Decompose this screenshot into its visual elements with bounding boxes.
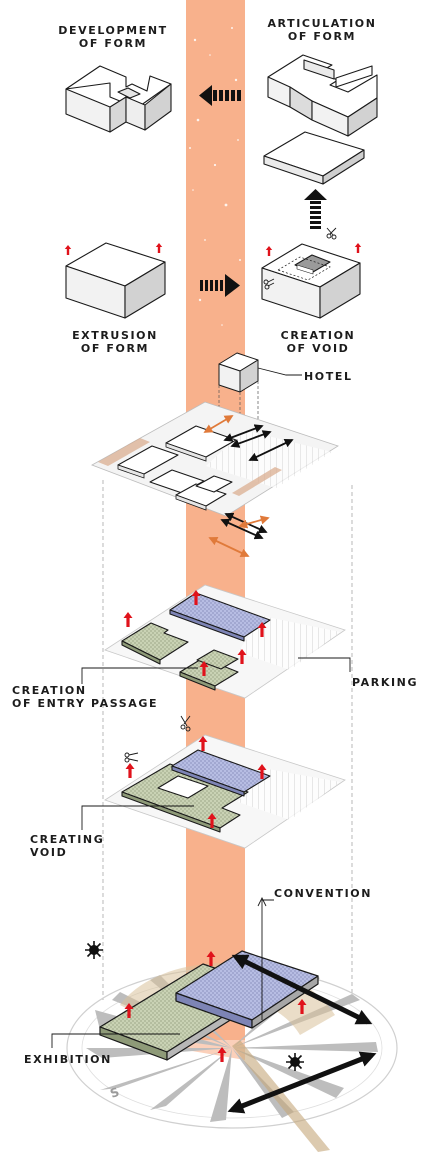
guide-lines [102, 480, 353, 1000]
site-plan [91, 401, 339, 517]
creating-void-leader [81, 805, 194, 830]
label-extrusion-of-form: EXTRUSION OF FORM [72, 329, 158, 355]
extrusion-of-form-block [65, 242, 166, 319]
arrow-up-dashed [304, 189, 327, 229]
articulation-base-slab [263, 131, 365, 185]
label-development-of-form: DEVELOPMENT OF FORM [58, 24, 167, 50]
site-arrows [203, 415, 294, 557]
hotel-cube [218, 352, 259, 393]
scissors-icon [124, 752, 139, 763]
scissors-icon [326, 227, 337, 240]
void-cut-line [277, 256, 331, 281]
label-line: DEVELOPMENT [58, 24, 168, 37]
entry-passage-leader [81, 667, 198, 684]
label-line: CREATION [12, 684, 87, 697]
label-line: OF VOID [286, 342, 350, 355]
label-line: OF ENTRY PASSAGE [12, 697, 159, 710]
creating-void-layer [104, 734, 346, 849]
arrow-right-dashed [200, 274, 240, 297]
label-line: EXTRUSION [72, 329, 158, 342]
sun-icon [286, 1053, 304, 1071]
label-line: OF FORM [80, 342, 150, 355]
arrow-left-dashed [199, 85, 241, 106]
label-line: OF FORM [287, 30, 357, 43]
sun-icon [85, 941, 103, 959]
label-line: VOID [30, 846, 68, 859]
parking-leader [298, 657, 351, 672]
creation-of-void-block [261, 243, 361, 319]
exhibition-leader [51, 1033, 180, 1048]
label-creation-of-entry-passage: CREATION OF ENTRY PASSAGE [12, 684, 158, 710]
development-of-form-block [65, 65, 172, 133]
hotel-leader [257, 367, 302, 376]
label-articulation-of-form: ARTICULATION OF FORM [267, 17, 376, 43]
convention-leader [257, 896, 274, 1020]
scissors-icon [263, 278, 275, 290]
label-line: CREATING [30, 833, 105, 846]
label-creation-of-void: CREATION OF VOID [281, 329, 356, 355]
label-line: OF FORM [78, 37, 148, 50]
label-line: CREATION [280, 329, 356, 342]
label-hotel: HOTEL [304, 370, 353, 383]
label-creating-void: CREATING VOID [30, 833, 104, 859]
vertical-band [186, 0, 245, 1060]
wind-arrows [227, 954, 377, 1114]
label-parking: PARKING [352, 676, 419, 689]
label-convention: CONVENTION [274, 887, 373, 900]
articulation-of-form-block [267, 54, 378, 137]
scissors-icon [180, 715, 191, 732]
entry-passage-layer [104, 584, 346, 699]
label-line: ARTICULATION [267, 17, 377, 30]
label-exhibition: EXHIBITION [24, 1053, 112, 1066]
